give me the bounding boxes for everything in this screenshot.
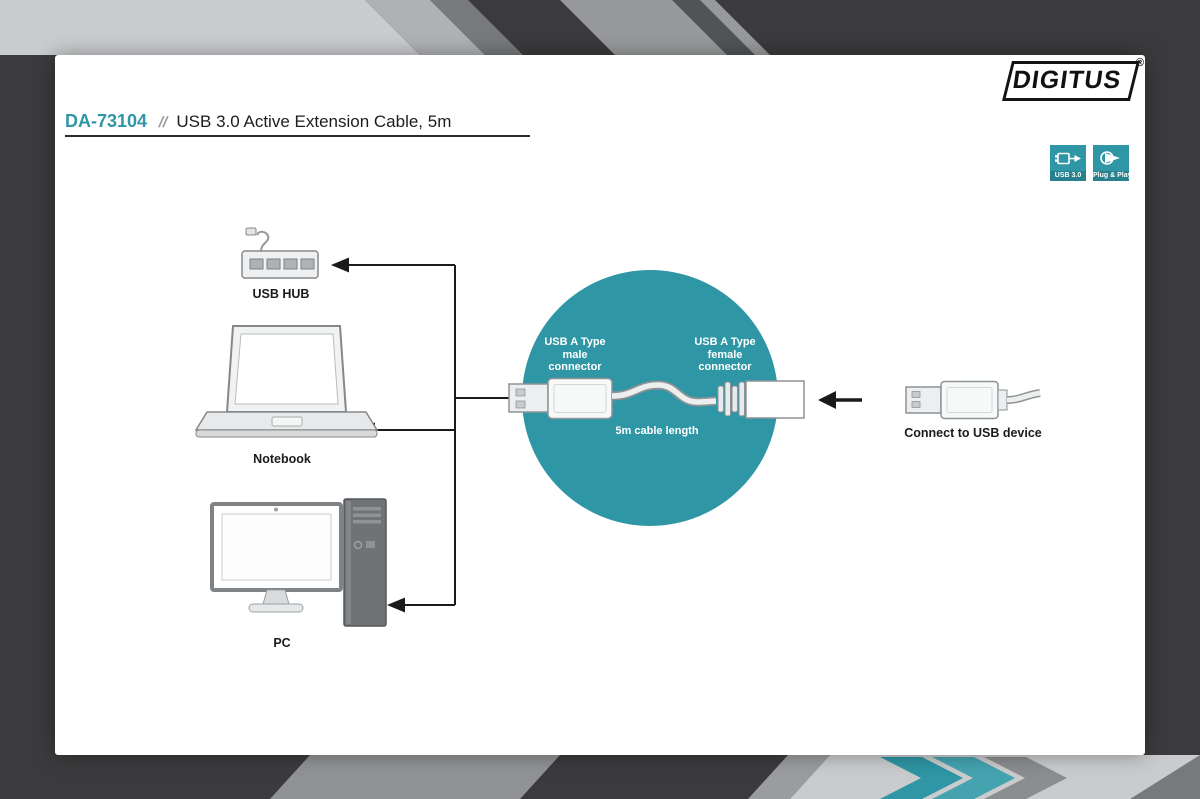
- digitus-logo: DIGITUS ®: [1002, 57, 1144, 101]
- header-rule: [65, 135, 530, 137]
- notebook-label: Notebook: [253, 452, 311, 466]
- plug-play-badge: Plug & Play: [1093, 145, 1129, 181]
- female-connector-label: USB A Type female connector: [694, 336, 756, 373]
- pc-icon: [210, 498, 387, 627]
- feature-badges: USB 3.0 Plug & Play: [1050, 145, 1129, 181]
- usb-plug-graphic: [905, 380, 1041, 420]
- usb-plug-icon: [1050, 145, 1086, 171]
- usb-hub-label: USB HUB: [252, 287, 310, 301]
- cable-length-label: 5m cable length: [615, 425, 699, 437]
- cable-graphic: [508, 377, 805, 420]
- usb30-badge: USB 3.0: [1050, 145, 1086, 181]
- usb-hub-icon: [241, 227, 319, 279]
- connector-lines: [347, 264, 511, 606]
- male-connector-label: USB A Type male connector: [544, 336, 606, 373]
- usb30-badge-label: USB 3.0: [1050, 171, 1086, 181]
- device-arrow: [818, 391, 862, 409]
- pc-label: PC: [273, 636, 291, 650]
- product-title: USB 3.0 Active Extension Cable, 5m: [176, 112, 452, 131]
- teal-circle: [522, 270, 778, 526]
- plug-play-badge-label: Plug & Play: [1093, 171, 1129, 181]
- notebook-icon: [194, 325, 379, 438]
- registered-mark: ®: [1135, 57, 1144, 69]
- model-number: DA-73104: [65, 111, 148, 131]
- product-sheet: DIGITUS ® DA-73104 // USB 3.0 Active Ext…: [55, 55, 1145, 755]
- diagram-art: [194, 227, 1041, 627]
- page-header: DA-73104 // USB 3.0 Active Extension Cab…: [65, 111, 451, 132]
- connect-device-label: Connect to USB device: [904, 426, 1042, 440]
- play-icon: [1093, 145, 1129, 171]
- connection-diagram: USB HUB Notebook PC USB A Type male conn…: [55, 55, 1145, 755]
